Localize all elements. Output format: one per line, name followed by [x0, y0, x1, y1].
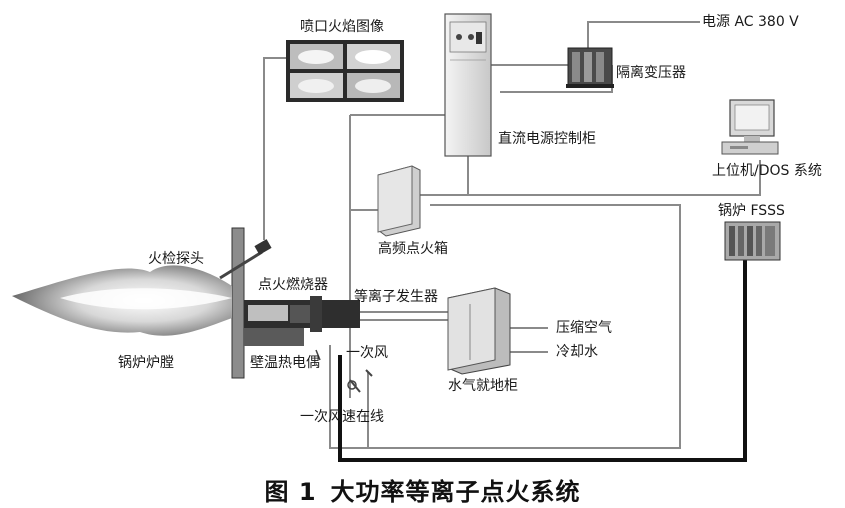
figure-title: 大功率等离子点火系统 [330, 478, 581, 506]
label-isolation-transformer: 隔离变压器 [616, 65, 686, 81]
label-compressed-air: 压缩空气 [556, 320, 612, 336]
dc-control-cabinet [444, 13, 492, 157]
label-primary-air-speed: 一次风速在线 [300, 409, 384, 425]
fsss-signal-line [338, 258, 747, 462]
line-thermo [329, 345, 368, 449]
label-hf-ignition-box: 高频点火箱 [378, 241, 448, 257]
label-flame-detector: 火检探头 [148, 251, 204, 267]
label-ignition-burner: 点火燃烧器 [258, 277, 328, 293]
label-cooling-water: 冷却水 [556, 344, 598, 360]
water-gas-cabinet [447, 287, 511, 375]
hf-ignition-box [377, 165, 421, 237]
label-boiler-furnace: 锅炉炉膛 [118, 355, 174, 371]
line-camera-to-detector [263, 57, 286, 240]
furnace-wall [231, 227, 245, 379]
figure-caption: 图 1 大功率等离子点火系统 [0, 472, 845, 507]
ignition-burner [244, 296, 360, 346]
label-boiler-fsss: 锅炉 FSSS [718, 203, 785, 219]
line-power [587, 21, 700, 48]
label-host-dos: 上位机/DOS 系统 [712, 163, 822, 179]
label-water-gas-cabinet: 水气就地柜 [448, 378, 518, 394]
figure-number: 图 1 [264, 478, 317, 506]
label-primary-air: 一次风 [346, 345, 388, 361]
connection-lines [263, 21, 761, 449]
label-wall-thermocouple: 壁温热电偶 [250, 355, 320, 371]
label-power-source: 电源 AC 380 V [702, 14, 799, 30]
furnace-flame [12, 265, 232, 336]
isolation-transformer [566, 47, 614, 88]
line-mid-loop [430, 204, 681, 449]
label-plasma-generator: 等离子发生器 [354, 289, 438, 305]
host-computer [721, 99, 779, 155]
fsss-rack [724, 221, 781, 261]
flame-image-monitor [286, 40, 404, 102]
label-dc-control-cabinet: 直流电源控制柜 [498, 131, 596, 147]
thermocouple-marker [315, 349, 321, 361]
primary-air-valve [347, 369, 373, 393]
flame-detector-probe [219, 239, 272, 280]
label-nozzle-flame-image: 喷口火焰图像 [300, 19, 384, 35]
line-cabinet-to-host [467, 155, 761, 196]
